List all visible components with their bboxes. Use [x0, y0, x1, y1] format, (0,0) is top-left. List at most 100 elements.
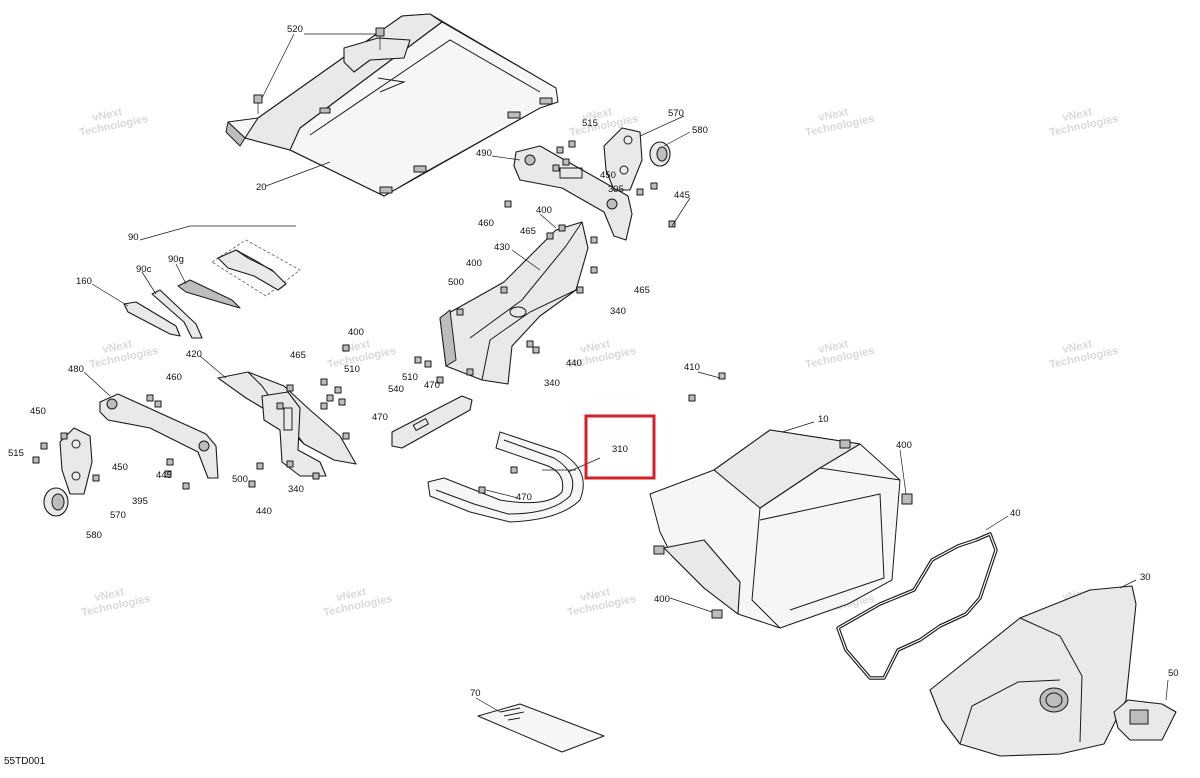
fastener[interactable] — [466, 368, 474, 376]
part-490-upper-bracket[interactable] — [513, 145, 633, 241]
callout-label-400c: 400 — [348, 327, 364, 338]
fastener[interactable] — [504, 200, 512, 208]
callout-label-340a: 340 — [610, 306, 626, 317]
fastener[interactable] — [286, 384, 294, 392]
fastener[interactable] — [590, 236, 598, 244]
part-50-latch[interactable] — [1113, 699, 1177, 741]
callout-label-445a: 445 — [674, 190, 690, 201]
fastener[interactable] — [164, 470, 172, 478]
fastener[interactable] — [532, 346, 540, 354]
fastener[interactable] — [276, 402, 284, 410]
callout-label-400d: 400 — [896, 440, 912, 451]
fastener[interactable] — [478, 486, 486, 494]
fastener[interactable] — [562, 158, 570, 166]
fastener[interactable] — [312, 472, 320, 480]
fastener[interactable] — [500, 286, 508, 294]
callout-label-520: 520 — [287, 24, 303, 35]
fastener[interactable] — [338, 398, 346, 406]
highlight-box — [584, 414, 656, 480]
fastener[interactable] — [526, 340, 534, 348]
fastener[interactable] — [32, 456, 40, 464]
fastener[interactable] — [154, 400, 162, 408]
fastener[interactable] — [320, 402, 328, 410]
callout-label-470c: 470 — [516, 492, 532, 503]
fastener[interactable] — [456, 308, 464, 316]
callout-label-450b: 450 — [30, 406, 46, 417]
callout-label-515a: 515 — [582, 118, 598, 129]
fastener[interactable] — [436, 376, 444, 384]
fastener[interactable] — [688, 394, 696, 402]
callout-label-510b: 510 — [402, 372, 418, 383]
fastener[interactable] — [146, 394, 154, 402]
fastener[interactable] — [556, 146, 564, 154]
fastener[interactable] — [510, 466, 518, 474]
callout-label-490: 490 — [476, 148, 492, 159]
fastener[interactable] — [256, 462, 264, 470]
fastener[interactable] — [576, 286, 584, 294]
part-580-cap-lower[interactable] — [43, 487, 69, 517]
part-480-crossbar[interactable] — [99, 393, 219, 479]
part-520-screws[interactable] — [253, 27, 385, 114]
fastener[interactable] — [342, 432, 350, 440]
fastener[interactable] — [558, 224, 566, 232]
callout-label-420: 420 — [186, 349, 202, 360]
callout-label-90: 90 — [128, 232, 139, 243]
fastener[interactable] — [718, 372, 726, 380]
fastener[interactable] — [40, 442, 48, 450]
fastener[interactable] — [320, 378, 328, 386]
fastener[interactable] — [546, 232, 554, 240]
callout-label-570a: 570 — [668, 108, 684, 119]
callout-label-395b: 395 — [132, 496, 148, 507]
part-90-tool-kit[interactable] — [123, 239, 301, 339]
part-310-loop-bar[interactable] — [427, 431, 584, 523]
fastener[interactable] — [552, 164, 560, 172]
part-70-manual[interactable] — [477, 703, 605, 753]
fastener-layer — [32, 140, 726, 494]
part-440-left-bracket[interactable] — [261, 391, 327, 477]
callout-label-10: 10 — [818, 414, 829, 425]
callout-labels: 5202051557058049045039544546040046543040… — [8, 24, 1179, 699]
fastener[interactable] — [668, 220, 676, 228]
fastener[interactable] — [590, 266, 598, 274]
part-580-cap-upper[interactable] — [649, 141, 671, 167]
callout-label-540: 540 — [388, 384, 404, 395]
part-40-gasket[interactable] — [836, 532, 998, 680]
part-10-storage-box[interactable] — [649, 429, 913, 629]
callout-label-310: 310 — [612, 444, 628, 455]
callout-label-510a: 510 — [344, 364, 360, 375]
fastener[interactable] — [286, 460, 294, 468]
fastener[interactable] — [568, 140, 576, 148]
callout-label-440a: 440 — [566, 358, 582, 369]
callout-label-160: 160 — [76, 276, 92, 287]
part-540-bracket[interactable] — [391, 395, 473, 449]
callout-label-500a: 500 — [448, 277, 464, 288]
fastener[interactable] — [182, 482, 190, 490]
fastener[interactable] — [60, 432, 68, 440]
part-570-plate-upper[interactable] — [603, 127, 643, 191]
part-20-cover-panel[interactable] — [225, 13, 559, 197]
fastener[interactable] — [166, 458, 174, 466]
fastener[interactable] — [92, 474, 100, 482]
callout-label-340b: 340 — [544, 378, 560, 389]
fastener[interactable] — [414, 356, 422, 364]
fastener[interactable] — [342, 344, 350, 352]
part-430-center-channel[interactable] — [439, 221, 589, 385]
part-570-plate-lower[interactable] — [59, 427, 93, 495]
callout-label-400b: 400 — [466, 258, 482, 269]
fastener[interactable] — [326, 394, 334, 402]
fastener[interactable] — [636, 188, 644, 196]
callout-label-40: 40 — [1010, 508, 1021, 519]
callout-label-465c: 465 — [290, 350, 306, 361]
callout-label-90g: 90g — [168, 254, 184, 265]
fastener[interactable] — [248, 480, 256, 488]
callout-label-450c: 450 — [112, 462, 128, 473]
fastener[interactable] — [334, 386, 342, 394]
fastener[interactable] — [650, 182, 658, 190]
fastener[interactable] — [424, 360, 432, 368]
part-30-front-cover[interactable] — [929, 585, 1137, 757]
